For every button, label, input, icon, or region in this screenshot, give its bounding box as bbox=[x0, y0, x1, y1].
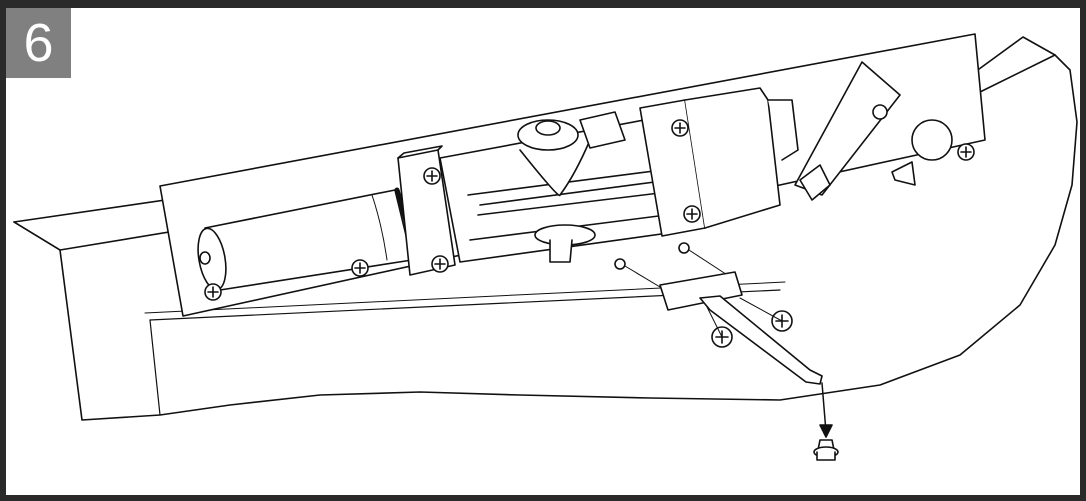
closer-body bbox=[439, 111, 691, 263]
step-number-badge: 6 bbox=[6, 8, 71, 78]
arm-assembly bbox=[614, 242, 823, 385]
arm-fastener bbox=[813, 382, 839, 461]
left-bracket bbox=[397, 145, 456, 276]
round-port bbox=[891, 119, 953, 186]
right-bracket bbox=[639, 87, 799, 237]
control-board bbox=[794, 61, 901, 201]
